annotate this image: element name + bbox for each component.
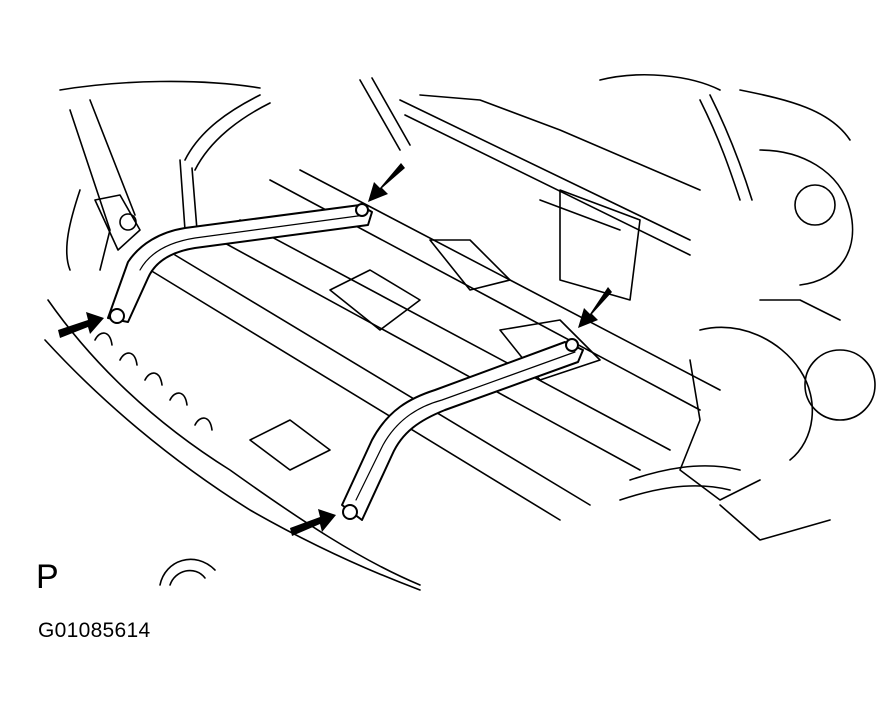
- figure-code: G01085614: [38, 619, 151, 642]
- lower-brace-bar[interactable]: [341, 338, 584, 521]
- arrow-4: [290, 509, 336, 536]
- arrow-3: [578, 287, 612, 328]
- upper-brace-bar[interactable]: [107, 203, 373, 324]
- background-linework: [44, 74, 876, 591]
- upper-brace-bolt-right[interactable]: [355, 203, 369, 217]
- view-letter: P: [36, 558, 59, 596]
- arrow-2: [368, 163, 405, 202]
- callout-arrows: [58, 163, 612, 536]
- arrow-1: [58, 312, 104, 338]
- lower-brace-bolt-right[interactable]: [565, 338, 579, 352]
- upper-brace-bolt-left[interactable]: [109, 308, 125, 324]
- lower-brace-bolt-left[interactable]: [342, 504, 358, 520]
